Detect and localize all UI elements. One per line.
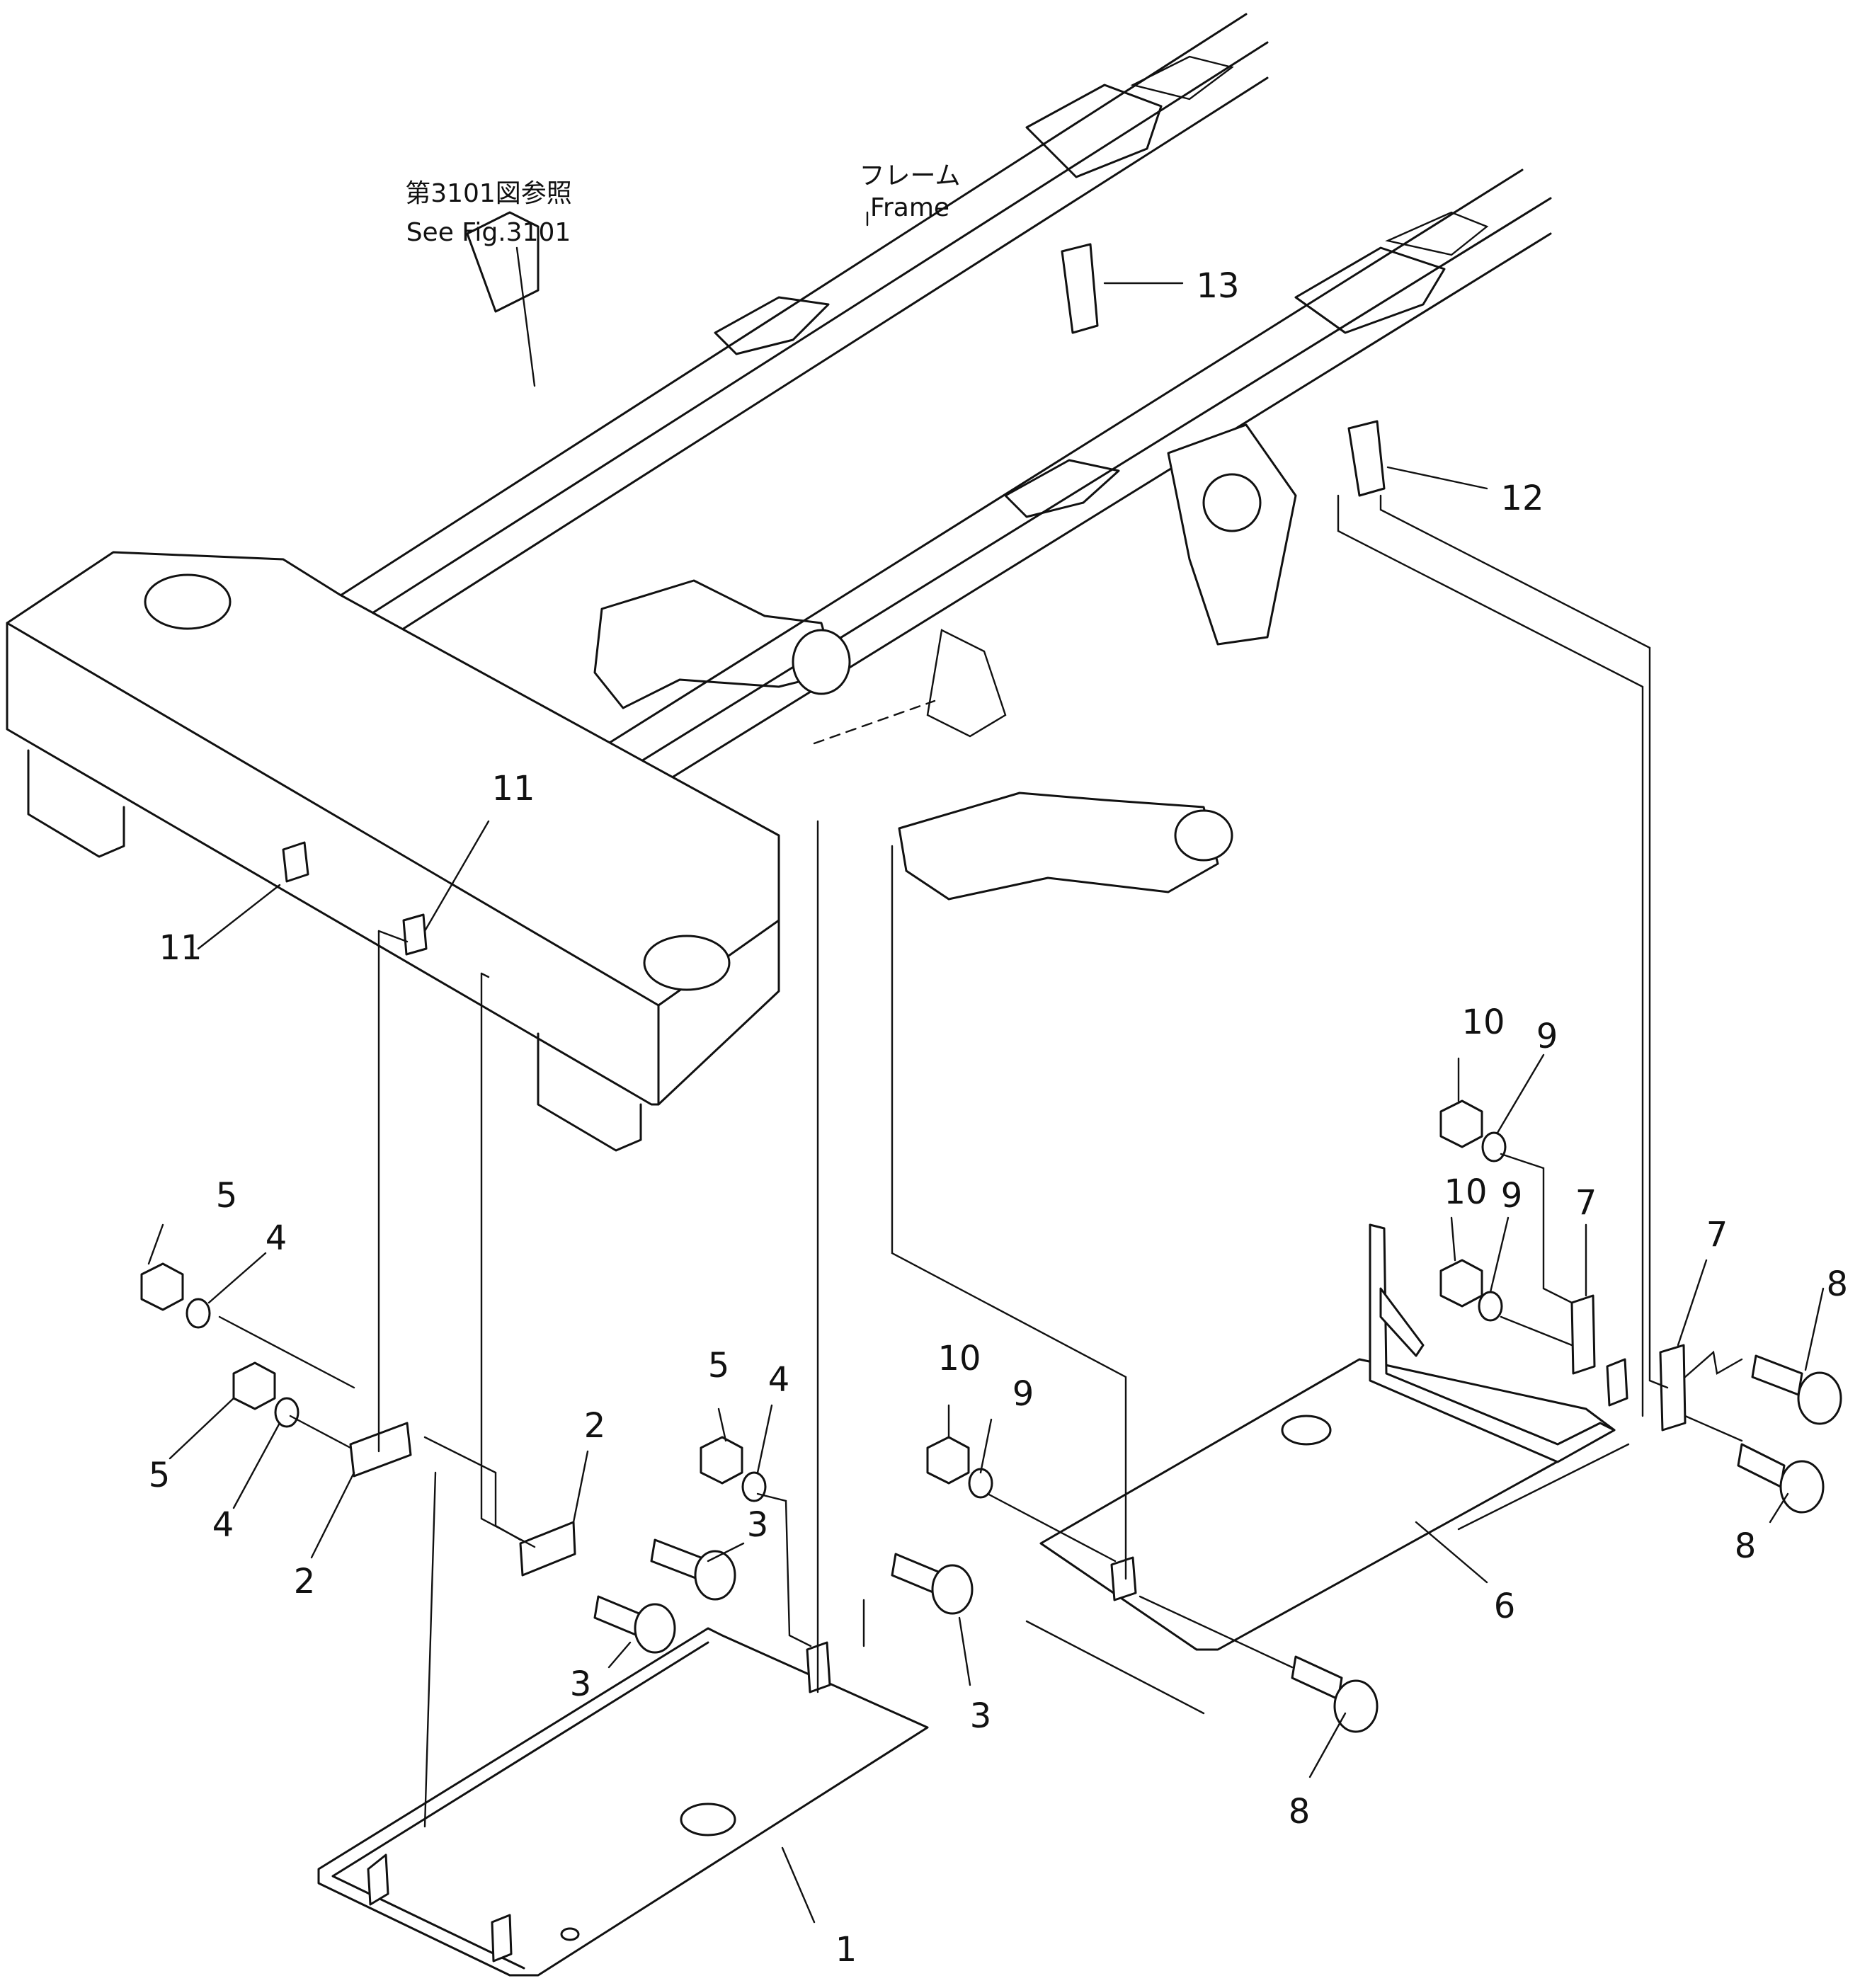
nut-5a [140,1262,184,1311]
callout-1: 1 [835,1930,857,1970]
callout-7-left: 7 [1575,1183,1597,1223]
clip-13 [1061,243,1099,334]
bolt-3c [891,1553,974,1615]
frame-note-en: Frame [870,193,949,222]
callout-10c: 10 [937,1339,981,1378]
callout-8-upper: 8 [1826,1264,1848,1304]
washer-4a [186,1298,211,1329]
callout-13: 13 [1196,266,1239,306]
bolt-3b [593,1595,676,1654]
nut-10c [926,1436,970,1485]
callout-9b: 9 [1501,1176,1523,1216]
callout-3-lower: 3 [570,1664,592,1704]
frame-assembly [6,13,1552,1152]
callout-2-left: 2 [294,1562,316,1601]
callout-10b: 10 [1444,1172,1487,1212]
callout-10a: 10 [1461,1002,1505,1042]
callout-8-bottom: 8 [1289,1792,1311,1832]
frame-note-jp: フレーム [860,161,961,190]
plate-7-left [1570,1294,1596,1375]
bolt-8c [1291,1655,1379,1733]
callout-4c: 4 [768,1360,790,1400]
nut-10a [1439,1099,1483,1148]
bolt-8a [1751,1354,1842,1425]
callout-4b: 4 [212,1505,234,1545]
callout-9c: 9 [1012,1374,1034,1414]
nut-10b [1439,1259,1483,1308]
callout-3-upper: 3 [747,1505,769,1545]
washer-9a [1481,1131,1507,1162]
callout-5c: 5 [708,1346,730,1386]
plate-7-right [1659,1344,1687,1432]
callout-2-right: 2 [584,1406,606,1446]
callout-8-lower: 8 [1735,1526,1757,1566]
washer-4c [741,1471,767,1502]
bolt-3a [650,1538,736,1601]
callout-9a: 9 [1536,1017,1558,1056]
see-fig-note-jp: 第3101図参照 [405,179,572,208]
assembly-lines [218,211,1743,1828]
bolt-8b [1737,1443,1825,1514]
callout-5b: 5 [149,1456,171,1495]
nut-5c [700,1436,743,1485]
callout-pointers [147,246,1825,1924]
washer-9b [1478,1291,1503,1322]
washer-4b [274,1397,299,1428]
clip-11-right [402,913,428,956]
clip-12 [1347,420,1386,497]
guard-1 [317,1627,929,1977]
callout-5a: 5 [216,1176,238,1216]
plate-2-left [349,1422,412,1478]
callout-6: 6 [1494,1587,1516,1626]
callout-3-right: 3 [970,1696,992,1736]
see-fig-note-en: See Fig.3101 [406,218,571,247]
clip-11-left [282,841,309,883]
callout-4a: 4 [266,1218,287,1258]
guard-6 [1039,1223,1628,1651]
plate-2-right [519,1521,576,1577]
nut-5b [232,1361,276,1410]
callout-11-left: 11 [159,928,202,968]
callout-12: 12 [1500,479,1544,518]
callout-7-right: 7 [1706,1215,1728,1255]
callout-11-right: 11 [491,769,535,809]
